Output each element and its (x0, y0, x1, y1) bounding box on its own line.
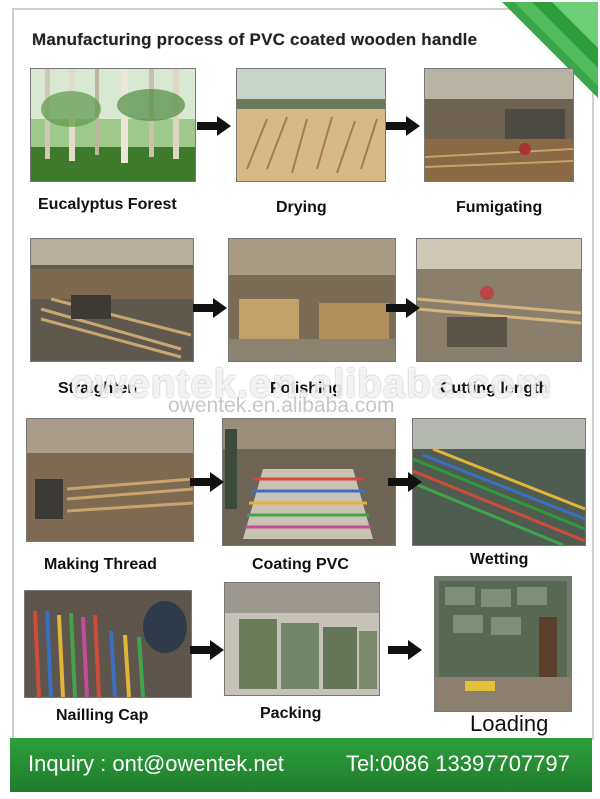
arrow-right-icon (193, 298, 227, 318)
fumigating-photo (424, 68, 574, 182)
step-label: Wetting (470, 551, 529, 568)
step-label: Polishing (270, 380, 342, 397)
step-label: Eucalyptus Forest (38, 196, 177, 213)
contact-footer: Inquiry : ont@owentek.net Tel:0086 13397… (10, 738, 592, 792)
inquiry-email[interactable]: Inquiry : ont@owentek.net (28, 751, 284, 776)
telephone-number[interactable]: Tel:0086 13397707797 (346, 751, 570, 776)
step-label: Loading (470, 711, 549, 736)
arrow-right-icon (388, 472, 422, 492)
watermark-sub: owentek.en.alibaba.com (168, 394, 395, 417)
drying-photo (236, 68, 386, 182)
loading-photo (434, 576, 572, 712)
corner-decoration (502, 2, 598, 98)
arrow-right-icon (386, 298, 420, 318)
wetting-photo (412, 418, 586, 546)
arrow-right-icon (190, 640, 224, 660)
step-label: Coating PVC (252, 556, 349, 573)
arrow-right-icon (388, 640, 422, 660)
step-label: Nailling Cap (56, 707, 149, 724)
thread-photo (26, 418, 194, 542)
packing-photo (224, 582, 380, 696)
step-label: Drying (276, 199, 327, 216)
arrow-right-icon (386, 116, 420, 136)
page-title: Manufacturing process of PVC coated wood… (32, 30, 478, 49)
arrow-right-icon (190, 472, 224, 492)
step-label: Making Thread (44, 556, 157, 573)
watermark-main: owentek.en.alibaba.com (70, 362, 553, 406)
cap-photo (24, 590, 192, 698)
step-label: Fumigating (456, 199, 543, 216)
step-label: Packing (260, 705, 322, 722)
forest-photo (30, 68, 196, 182)
step-label: Straighten (58, 380, 138, 397)
cutting-photo (416, 238, 582, 362)
straighten-photo (30, 238, 194, 362)
polishing-photo (228, 238, 396, 362)
step-label: Cutting length (440, 380, 549, 397)
arrow-right-icon (197, 116, 231, 136)
coating-photo (222, 418, 396, 546)
